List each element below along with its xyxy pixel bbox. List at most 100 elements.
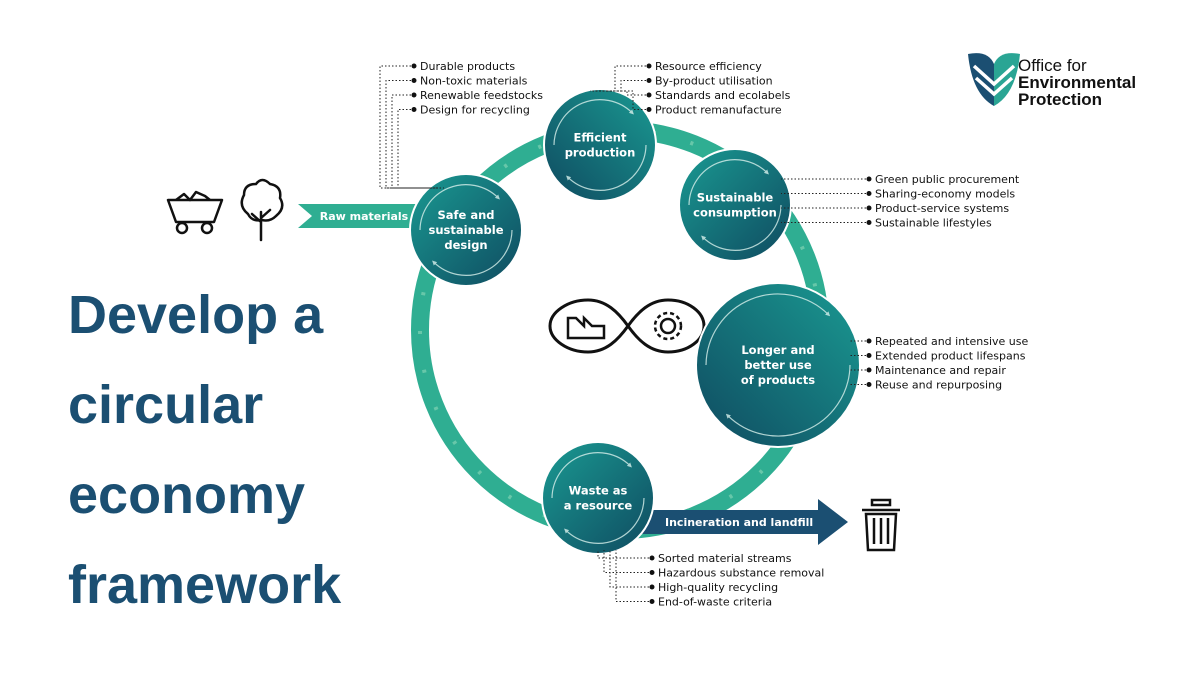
list-bullet: [411, 78, 417, 83]
node-label: design: [444, 238, 487, 252]
list-item: Repeated and intensive use: [875, 335, 1029, 348]
node-waste-resource: Waste asa resource: [541, 441, 655, 555]
logo-line-1: Office for: [1018, 56, 1087, 75]
list-bullet: [646, 107, 652, 112]
node-label: Sustainable: [697, 191, 774, 205]
node-label: Waste as: [569, 484, 628, 498]
list-connector: [615, 550, 649, 602]
node-arc-arrow: [553, 99, 634, 146]
infinity-factory-gear-icon: [548, 298, 706, 354]
node-circle: [409, 173, 523, 287]
incineration-arrow: [640, 499, 848, 545]
node-circle: [543, 88, 657, 202]
list-item: Standards and ecolabels: [655, 89, 791, 102]
page-title-line-2: circular: [68, 375, 264, 435]
raw-materials-label: Raw materials: [320, 210, 409, 223]
list-bullet: [649, 555, 655, 561]
list-item: Non-toxic materials: [420, 75, 528, 88]
node-arc-arrow: [725, 364, 851, 437]
node-arc-arrow: [705, 293, 831, 366]
tree-icon: [240, 178, 284, 242]
list-bullet: [866, 205, 872, 211]
list-bullet: [866, 353, 872, 358]
list-bullet: [649, 599, 655, 604]
logo-line-2: Environmental: [1018, 73, 1137, 92]
node-arc-arrow: [432, 229, 513, 276]
list-item: Design for recycling: [420, 104, 530, 117]
mine-cart-icon: [166, 190, 224, 235]
list-item: By-product utilisation: [655, 75, 773, 88]
trash-bin-icon: [862, 498, 900, 552]
node-circle: [678, 148, 792, 262]
list-bullet: [866, 382, 872, 387]
node-arc-arrow: [701, 204, 782, 251]
list-item: Reuse and repurposing: [875, 379, 1002, 392]
node-arc-arrow: [419, 184, 500, 231]
node-arc-arrow: [688, 159, 769, 206]
page-title-line-4: framework: [68, 555, 342, 615]
list-bullet: [866, 176, 872, 182]
node-label: better use: [744, 358, 812, 372]
list-item: Extended product lifespans: [875, 350, 1026, 363]
oep-logo-icon: [968, 53, 1020, 106]
raw-materials-arrow: [298, 204, 430, 228]
list-item: Maintenance and repair: [875, 364, 1006, 377]
list-item: Product-service systems: [875, 202, 1009, 215]
list-bullet: [411, 92, 417, 98]
node-label: sustainable: [429, 223, 504, 237]
page-title-line-3: economy: [68, 465, 306, 525]
list-bullet: [646, 63, 652, 69]
list-item: Green public procurement: [875, 173, 1020, 186]
list-item: High-quality recycling: [658, 581, 778, 594]
list-item: Hazardous substance removal: [658, 567, 824, 580]
list-connector: [590, 65, 646, 92]
list-item: Sustainable lifestyles: [875, 217, 992, 230]
list-connector: [600, 90, 646, 96]
node-sustainable-consumption-list: Green public procurementSharing-economy …: [781, 173, 1020, 230]
node-label: of products: [741, 373, 815, 387]
page-title-line-1: Develop a: [68, 285, 324, 345]
list-item: Product remanufacture: [655, 104, 782, 117]
list-bullet: [646, 92, 652, 98]
list-bullet: [866, 367, 872, 373]
node-arc-arrow: [566, 144, 647, 191]
list-item: End-of-waste criteria: [658, 596, 772, 609]
node-circle: [541, 441, 655, 555]
list-bullet: [649, 570, 655, 575]
list-item: Sorted material streams: [658, 552, 792, 565]
node-arc-arrow: [551, 452, 632, 499]
list-connector: [603, 550, 649, 573]
node-label: Safe and: [437, 208, 494, 222]
incineration-label: Incineration and landfill: [665, 516, 813, 529]
node-arc-arrow: [564, 497, 645, 544]
list-bullet: [411, 107, 417, 112]
list-item: Resource efficiency: [655, 60, 762, 73]
list-bullet: [866, 338, 872, 344]
node-label: production: [565, 146, 636, 160]
node-label: a resource: [564, 499, 633, 513]
node-label: consumption: [693, 206, 777, 220]
node-label: Efficient: [574, 131, 627, 145]
list-bullet: [649, 584, 655, 590]
list-connector: [609, 550, 649, 588]
node-circle: [695, 282, 861, 448]
list-connector: [597, 550, 649, 559]
list-item: Renewable feedstocks: [420, 89, 543, 102]
list-item: Sharing-economy models: [875, 188, 1015, 201]
list-bullet: [866, 191, 872, 196]
list-item: Durable products: [420, 60, 515, 73]
list-connector: [605, 90, 646, 110]
list-connector: [397, 109, 444, 189]
node-label: Longer and: [741, 343, 814, 357]
logo-line-3: Protection: [1018, 90, 1103, 109]
list-bullet: [646, 78, 652, 83]
